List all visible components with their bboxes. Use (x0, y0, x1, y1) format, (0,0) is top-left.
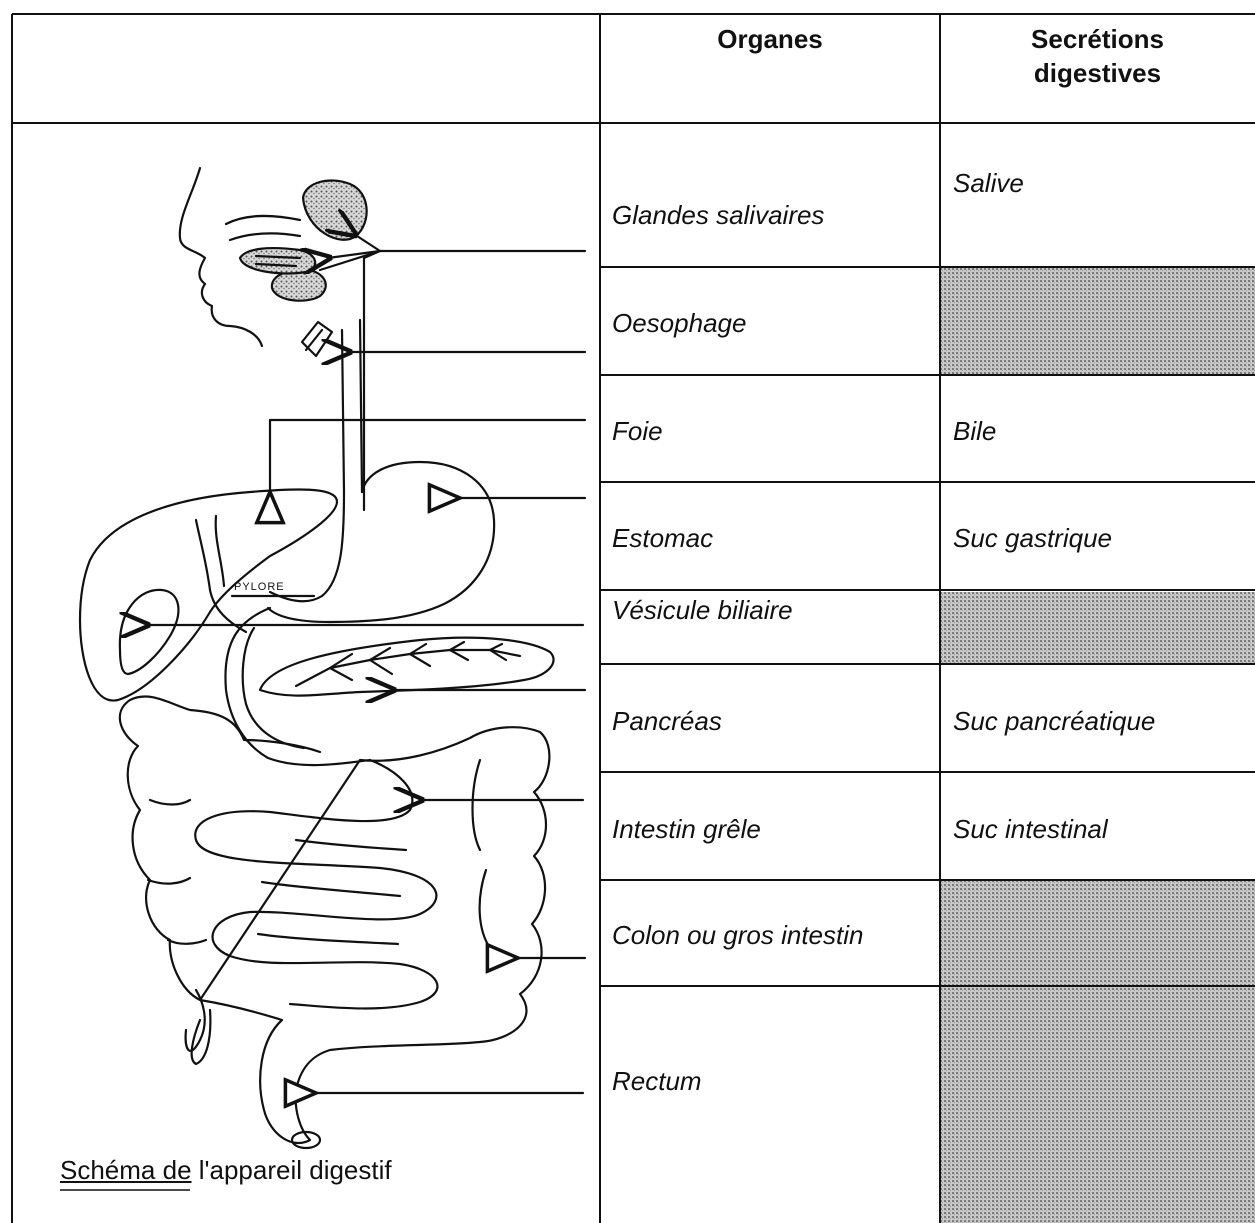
gallbladder (120, 590, 179, 674)
secretion-cell: Suc intestinal (953, 814, 1108, 845)
organ-cell: Intestin grêle (612, 814, 761, 845)
organ-cell: Oesophage (612, 308, 746, 339)
sublingual-gland (240, 248, 315, 273)
header-organs: Organes (600, 22, 940, 56)
duodenum (225, 608, 370, 765)
organ-cell: Colon ou gros intestin (612, 920, 863, 951)
diagram-caption: Schéma de l'appareil digestif (60, 1155, 392, 1186)
pancreas (260, 638, 554, 696)
shaded-cell-colon (941, 880, 1255, 986)
pylore-label: PYLORE (234, 581, 285, 593)
caption-rest: l'appareil digestif (192, 1155, 392, 1185)
organ-cell: Rectum (612, 1066, 702, 1097)
small-intestine (195, 760, 437, 1008)
secretion-cell: Bile (953, 416, 996, 447)
oesophagus (342, 320, 362, 492)
organ-cell: Glandes salivaires (612, 200, 824, 231)
bile-duct (196, 516, 246, 632)
shaded-cell-vesicule (941, 592, 1255, 663)
organ-cell: Pancréas (612, 706, 722, 737)
header-secretions: Secrétions digestives (940, 22, 1255, 90)
secretion-cell: Suc pancréatique (953, 706, 1155, 737)
shaded-cell-rectum (941, 986, 1255, 1223)
secretion-cell: Salive (953, 168, 1024, 199)
organ-cell: Estomac (612, 523, 713, 554)
caption-underlined: Schéma de (60, 1155, 192, 1185)
parotid-gland (303, 180, 367, 239)
organ-cell: Vésicule biliaire (612, 595, 793, 626)
header-secretions-line2: digestives (1034, 58, 1161, 88)
shaded-cell-oesophage (941, 268, 1255, 375)
secretion-cell: Suc gastrique (953, 523, 1112, 554)
trachea (302, 322, 332, 356)
organ-cell: Foie (612, 416, 663, 447)
digestive-diagram (80, 168, 585, 1148)
stomach (268, 462, 494, 622)
header-secretions-line1: Secrétions (1031, 24, 1164, 54)
